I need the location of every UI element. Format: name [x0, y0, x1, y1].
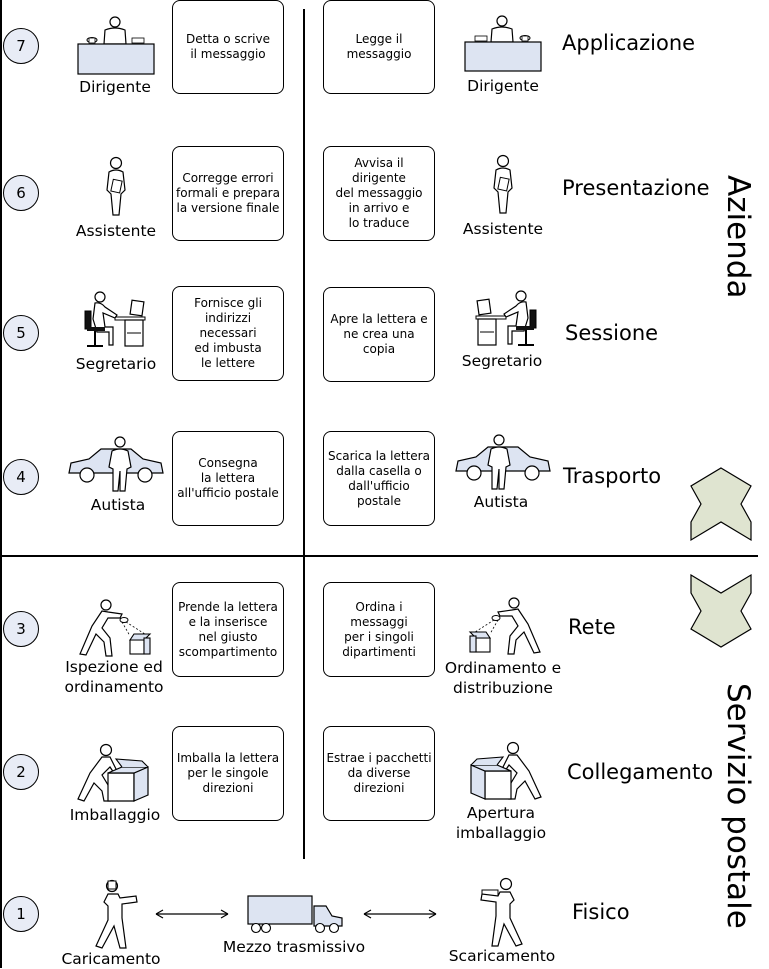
- layer-6-name: Presentazione: [562, 176, 710, 200]
- layer-5-name: Sessione: [565, 321, 659, 345]
- driver-car-icon: [68, 436, 164, 492]
- layer-5-right-caption: Segretario: [461, 352, 543, 370]
- left-double-arrow: [155, 909, 229, 919]
- layer-1-name: Fisico: [572, 900, 630, 924]
- layer-7-left-caption: Dirigente: [79, 78, 151, 96]
- layer-1-loading-caption: Caricamento: [61, 950, 161, 968]
- layer-1-medium-caption: Mezzo trasmissivo: [222, 938, 366, 956]
- layer-4-receiver-task: Scarica la lettera dalla casella o dall'…: [323, 431, 435, 526]
- layer-2-sender-task: Imballa la lettera per le singole direzi…: [172, 726, 284, 821]
- layer-2-receiver-task: Estrae i pacchetti da diverse direzioni: [323, 726, 435, 821]
- layer-5-number: 5: [3, 315, 39, 351]
- layer-4-name: Trasporto: [563, 464, 662, 488]
- packing-worker-icon: [470, 741, 542, 800]
- layer-7-receiver-task: Legge il messaggio: [323, 0, 435, 94]
- layer-3-sender-task: Prende la lettera e la inserisce nel giu…: [172, 582, 284, 677]
- unloading-worker-icon: [480, 877, 523, 947]
- layer-3-receiver-task: Ordina i messaggi per i singoli dipartim…: [323, 582, 435, 677]
- assistant-icon: [106, 156, 126, 216]
- assistant-icon: [493, 154, 513, 214]
- layer-5-sender-task: Fornisce gli indirizzi necessari ed imbu…: [172, 286, 284, 381]
- layer-7-number: 7: [3, 28, 39, 64]
- layer-4-number: 4: [3, 459, 39, 495]
- layer-5-left-caption: Segretario: [75, 355, 157, 373]
- layer-1-unloading-caption: Scaricamento: [448, 947, 556, 965]
- layer-2-name: Collegamento: [567, 760, 714, 784]
- layer-7-name: Applicazione: [562, 31, 696, 55]
- secretary-desk-icon: [475, 290, 537, 346]
- loading-worker-icon: [95, 879, 138, 949]
- group-label-servizio-postale: Servizio postale: [720, 683, 756, 929]
- downward-arrow-icon: [690, 573, 752, 648]
- layer-7-sender-task: Detta o scrive il messaggio: [172, 0, 284, 94]
- layer-4-left-caption: Autista: [90, 496, 146, 514]
- left-border-line: [0, 0, 2, 968]
- layer-6-sender-task: Corregge errori formali e prepara la ver…: [172, 146, 284, 241]
- secretary-desk-icon: [84, 291, 146, 347]
- center-divider-line: [303, 9, 305, 859]
- layer-3-number: 3: [3, 611, 39, 647]
- executive-desk-icon: [464, 15, 542, 72]
- truck-icon: [247, 895, 343, 934]
- group-label-azienda: Azienda: [720, 175, 756, 299]
- layer-6-number: 6: [3, 175, 39, 211]
- upward-arrow-icon: [690, 467, 752, 542]
- layer-4-sender-task: Consegna la lettera all'ufficio postale: [172, 431, 284, 526]
- layer-4-right-caption: Autista: [473, 493, 529, 511]
- layer-3-left-caption: Ispezione ed ordinamento: [64, 658, 164, 696]
- layer-6-left-caption: Assistente: [75, 222, 157, 240]
- sorting-worker-icon: [79, 599, 152, 657]
- executive-desk-icon: [77, 16, 155, 75]
- layer-2-left-caption: Imballaggio: [69, 806, 161, 824]
- layer-3-right-caption: Ordinamento e distribuzione: [444, 659, 562, 697]
- layer-7-right-caption: Dirigente: [467, 77, 539, 95]
- layer-5-receiver-task: Apre la lettera e ne crea una copia: [323, 287, 435, 382]
- layer-2-right-caption: Apertura imballaggio: [455, 804, 547, 842]
- layer-1-number: 1: [3, 896, 39, 932]
- sorting-worker-icon: [468, 597, 541, 655]
- layer-6-right-caption: Assistente: [462, 220, 544, 238]
- layer-2-number: 2: [3, 754, 39, 790]
- layer-6-receiver-task: Avvisa il dirigente del messaggio in arr…: [323, 146, 435, 241]
- layer-3-name: Rete: [568, 615, 616, 639]
- packing-worker-icon: [77, 743, 149, 802]
- right-double-arrow: [363, 909, 437, 919]
- group-divider-line: [2, 555, 758, 557]
- driver-car-icon: [455, 434, 551, 490]
